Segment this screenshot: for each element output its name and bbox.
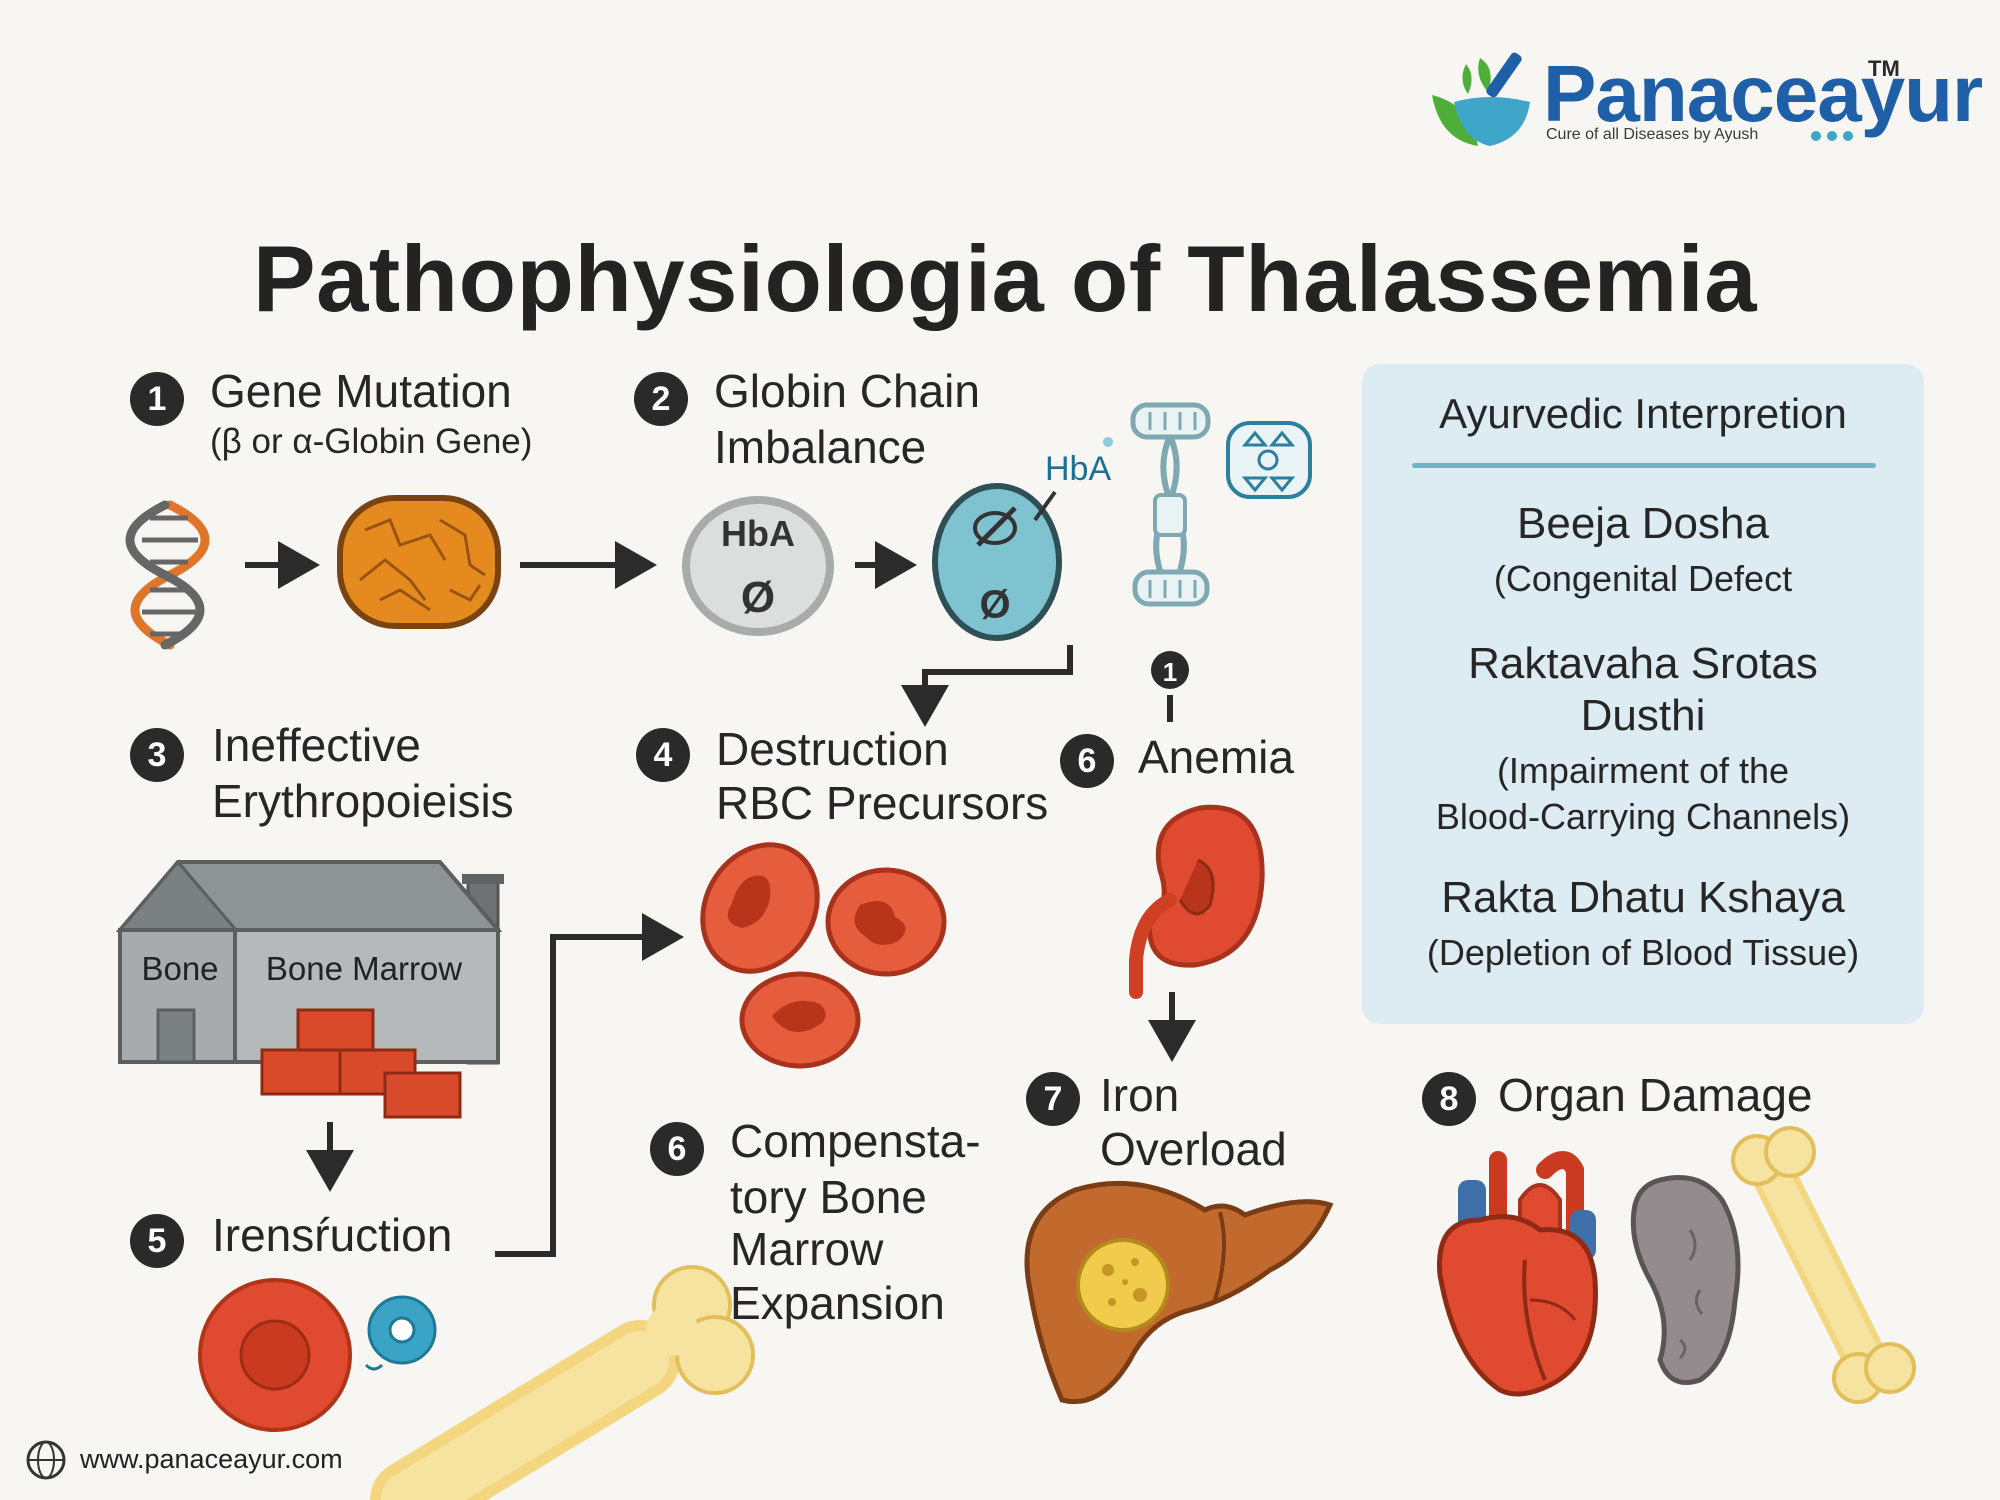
svg-text:1: 1 bbox=[1163, 657, 1177, 687]
step-6b-badge: 6 bbox=[650, 1122, 704, 1176]
ayurvedic-gloss-3: (Depletion of Blood Tissue) bbox=[1426, 932, 1860, 973]
brand-trademark: TM bbox=[1868, 56, 1900, 81]
step-6b-title-line2: tory Bone bbox=[730, 1171, 927, 1223]
bone-marrow-factory-icon: Bone Bone Marrow bbox=[115, 859, 504, 1119]
ayurvedic-gloss-2-line1: (Impairment of the bbox=[1496, 750, 1790, 791]
ayurvedic-gloss-2-line2: Blood-Carrying Channels) bbox=[1435, 796, 1851, 837]
step-8-title: Organ Damage bbox=[1498, 1069, 1813, 1121]
null-symbol-2: Ø bbox=[979, 583, 1010, 627]
step-3-badge: 3 bbox=[130, 728, 184, 782]
step-2-title-line2: Imbalance bbox=[714, 421, 927, 473]
bone-label: Bone bbox=[141, 950, 218, 987]
step-5-title: Irensŕuction bbox=[212, 1209, 453, 1261]
step-7-title-line2: Overload bbox=[1100, 1123, 1287, 1175]
step-2-title-line1: Globin Chain bbox=[714, 365, 980, 417]
step-7-badge: 7 bbox=[1026, 1072, 1080, 1126]
step-2-badge: 2 bbox=[634, 372, 688, 426]
step-4-badge: 4 bbox=[636, 728, 690, 782]
website-link[interactable]: www.panaceayur.com bbox=[80, 1444, 343, 1474]
bone-icon bbox=[370, 1265, 755, 1500]
step-1-title: Gene Mutation bbox=[210, 365, 512, 417]
step-5-badge: 5 bbox=[130, 1214, 184, 1268]
step-4-title-line1: Destruction bbox=[716, 723, 949, 775]
step-3-title-line2: Erythropoieisis bbox=[212, 775, 514, 827]
dna-helix-icon bbox=[125, 500, 210, 650]
step-6b-title-line3: Marrow bbox=[730, 1223, 884, 1275]
step-6b-title-line4: Expansion bbox=[730, 1277, 945, 1329]
heart-icon bbox=[1437, 1151, 1598, 1397]
hba-small-label: HbA bbox=[1045, 450, 1111, 488]
ayurvedic-heading: Ayurvedic Interpretion bbox=[1439, 390, 1847, 437]
ayurvedic-term-2-line1: Raktavaha Srotas bbox=[1468, 639, 1818, 688]
red-blood-cell-icon-large bbox=[198, 1278, 437, 1432]
link-badge: 1 bbox=[1151, 651, 1189, 722]
step-6b-title-line1: Compensta- bbox=[730, 1115, 981, 1167]
hemoglobin-cell-icon: HbA Ø bbox=[682, 496, 834, 636]
mutated-gene-icon bbox=[337, 495, 501, 629]
kidney-icon bbox=[1129, 804, 1265, 999]
globin-chain-icon bbox=[1130, 402, 1312, 607]
logo-mark-icon bbox=[1432, 52, 1853, 146]
brand-name: Panaceayur bbox=[1543, 49, 1983, 138]
liver-icon bbox=[1024, 1180, 1334, 1405]
step-6-badge: 6 bbox=[1060, 734, 1114, 788]
spleen-icon bbox=[1630, 1175, 1741, 1385]
step-3-title-line1: Ineffective bbox=[212, 719, 421, 771]
ayurvedic-panel: Ayurvedic Interpretion Beeja Dosha (Cong… bbox=[1362, 364, 1924, 1024]
globe-icon bbox=[26, 1440, 66, 1480]
page-title: Pathophysiologia of Thalassemia bbox=[252, 226, 1758, 331]
step-4-title-line2: RBC Precursors bbox=[716, 777, 1049, 829]
step-8-badge: 8 bbox=[1422, 1072, 1476, 1126]
ayurvedic-term-3: Rakta Dhatu Kshaya bbox=[1441, 873, 1845, 922]
ayurvedic-term-2-line2: Dusthi bbox=[1580, 691, 1706, 740]
ayurvedic-gloss-1: (Congenital Defect bbox=[1493, 558, 1793, 599]
bone-icon-2 bbox=[1731, 1126, 1916, 1404]
imbalanced-cell-icon: Ø bbox=[932, 483, 1062, 641]
step-7-title-line1: Iron bbox=[1100, 1069, 1180, 1121]
null-symbol: Ø bbox=[741, 573, 775, 622]
bone-marrow-label: Bone Marrow bbox=[266, 950, 462, 987]
step-1-subtitle: (β or α-Globin Gene) bbox=[210, 422, 533, 461]
brand-tagline: Cure of all Diseases by Ayush bbox=[1546, 126, 1759, 143]
hba-label: HbA bbox=[721, 513, 795, 554]
step-1-badge: 1 bbox=[130, 372, 184, 426]
ayurvedic-divider bbox=[1412, 463, 1876, 468]
red-blood-cell-icon bbox=[700, 842, 947, 1069]
ayurvedic-term-1: Beeja Dosha bbox=[1517, 499, 1769, 548]
step-6-title: Anemia bbox=[1138, 731, 1294, 783]
